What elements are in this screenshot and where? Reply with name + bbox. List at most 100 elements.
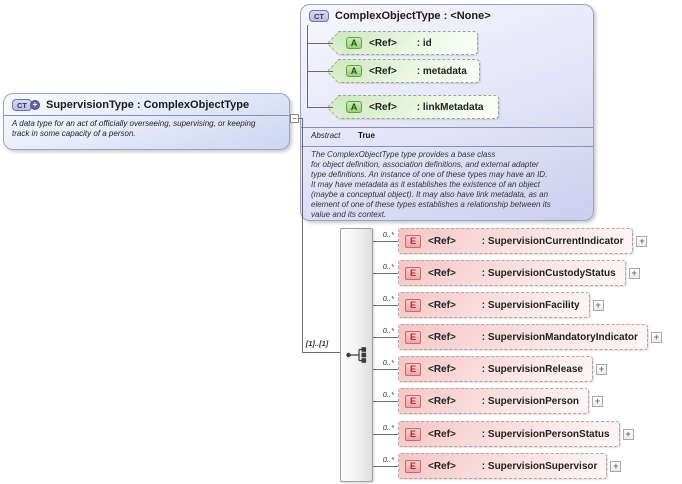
expand-icon[interactable]: +	[595, 363, 607, 375]
connector-line	[373, 305, 398, 306]
supervision-type-box[interactable]: CT + SupervisionType : ComplexObjectType…	[3, 93, 290, 150]
element-ref-label: <Ref>	[428, 299, 456, 311]
element-name: : SupervisionCurrentIndicator	[481, 235, 624, 247]
tree-line	[307, 71, 333, 72]
connector-line	[373, 337, 398, 338]
element-icon: E	[405, 266, 421, 280]
element-name: : SupervisionCustodyStatus	[481, 267, 616, 279]
cardinality-label: 0..*	[382, 390, 394, 399]
tree-line	[307, 25, 308, 107]
sequence-icon	[346, 347, 367, 363]
element-name: : SupervisionSupervisor	[481, 460, 598, 472]
expand-icon[interactable]: +	[636, 235, 648, 247]
element-ref-label: <Ref>	[428, 428, 456, 440]
connector-line	[299, 118, 303, 119]
connector-line	[373, 434, 398, 435]
element-icon: E	[405, 394, 421, 408]
cardinality-label: 0..*	[382, 358, 394, 367]
cardinality-label: 0..*	[382, 262, 394, 271]
element-supervision-custody-status[interactable]: E <Ref> : SupervisionCustodyStatus	[398, 260, 626, 286]
connector-line	[373, 401, 398, 402]
expand-icon[interactable]: +	[628, 267, 640, 279]
tree-line	[307, 43, 333, 44]
attribute-ref-label: <Ref>	[369, 101, 397, 113]
divider	[4, 115, 289, 116]
base-type-title: ComplexObjectType : <None>	[335, 10, 491, 22]
connector-line	[302, 352, 340, 353]
expand-icon[interactable]: +	[592, 395, 604, 407]
element-name: : SupervisionPerson	[481, 395, 580, 407]
complex-type-icon: CT +	[12, 99, 40, 111]
attribute-ref-label: <Ref>	[369, 65, 397, 77]
element-row: E <Ref> : SupervisionPersonStatus +	[398, 421, 634, 447]
cardinality-label: 0..*	[382, 455, 394, 464]
element-ref-label: <Ref>	[428, 395, 456, 407]
element-row: E <Ref> : SupervisionSupervisor +	[398, 453, 622, 479]
abstract-label: Abstract	[311, 131, 341, 140]
attribute-name: : linkMetadata	[416, 101, 484, 113]
complex-object-type-box[interactable]: CT ComplexObjectType : <None> A <Ref> : …	[300, 4, 594, 221]
collapse-toggle-icon[interactable]: −	[290, 114, 299, 123]
tree-line	[307, 107, 333, 108]
element-supervision-release[interactable]: E <Ref> : SupervisionRelease	[398, 356, 593, 382]
element-icon: E	[405, 427, 421, 441]
element-icon: E	[405, 234, 421, 248]
attribute-icon: A	[346, 101, 362, 113]
attribute-name: : id	[416, 37, 432, 49]
expand-icon[interactable]: +	[650, 331, 662, 343]
expand-icon[interactable]: +	[592, 299, 604, 311]
cardinality-label: 0..*	[382, 326, 394, 335]
element-ref-label: <Ref>	[428, 331, 456, 343]
element-icon: E	[405, 330, 421, 344]
element-supervision-facility[interactable]: E <Ref> : SupervisionFacility	[398, 292, 590, 318]
connector-line	[373, 273, 398, 274]
abstract-value: True	[358, 131, 375, 140]
ct-icon-label: CT	[309, 10, 329, 22]
attribute-link-metadata[interactable]: A <Ref> : linkMetadata	[326, 95, 499, 120]
sequence-compositor-bar[interactable]	[340, 228, 373, 482]
element-ref-label: <Ref>	[428, 460, 456, 472]
attribute-name: : metadata	[416, 65, 467, 77]
element-row: E <Ref> : SupervisionRelease +	[398, 356, 607, 382]
element-ref-label: <Ref>	[428, 267, 456, 279]
attribute-ref-label: <Ref>	[369, 37, 397, 49]
sequence-cardinality-label: [1]..[1]	[305, 339, 329, 348]
element-name: : SupervisionRelease	[481, 363, 583, 375]
attribute-icon: A	[346, 37, 362, 49]
element-supervision-supervisor[interactable]: E <Ref> : SupervisionSupervisor	[398, 453, 608, 479]
connector-line	[373, 241, 398, 242]
expand-icon[interactable]: +	[610, 460, 622, 472]
cardinality-label: 0..*	[382, 423, 394, 432]
base-type-header: CT ComplexObjectType : <None>	[309, 10, 491, 22]
element-name: : SupervisionMandatoryIndicator	[481, 331, 638, 343]
element-supervision-person[interactable]: E <Ref> : SupervisionPerson	[398, 388, 590, 414]
element-icon: E	[405, 298, 421, 312]
element-ref-label: <Ref>	[428, 235, 456, 247]
element-name: : SupervisionFacility	[481, 299, 580, 311]
attribute-icon: A	[346, 65, 362, 77]
attribute-metadata[interactable]: A <Ref> : metadata	[326, 59, 480, 84]
connector-line	[373, 369, 398, 370]
element-row: E <Ref> : SupervisionFacility +	[398, 292, 604, 318]
element-icon: E	[405, 459, 421, 473]
element-row: E <Ref> : SupervisionMandatoryIndicator …	[398, 324, 662, 350]
supervision-type-header: CT + SupervisionType : ComplexObjectType	[4, 94, 289, 114]
element-icon: E	[405, 362, 421, 376]
attribute-id[interactable]: A <Ref> : id	[326, 31, 478, 56]
element-supervision-person-status[interactable]: E <Ref> : SupervisionPersonStatus	[398, 421, 620, 447]
element-supervision-mandatory-indicator[interactable]: E <Ref> : SupervisionMandatoryIndicator	[398, 324, 648, 350]
base-type-documentation: The ComplexObjectType type provides a ba…	[311, 150, 551, 219]
expand-icon[interactable]: +	[622, 428, 634, 440]
divider	[301, 127, 593, 128]
derivation-plus-icon: +	[30, 100, 40, 110]
cardinality-label: 0..*	[382, 294, 394, 303]
element-ref-label: <Ref>	[428, 363, 456, 375]
cardinality-label: 0..*	[382, 230, 394, 239]
complex-type-icon: CT	[309, 10, 329, 22]
element-name: : SupervisionPersonStatus	[481, 428, 610, 440]
element-supervision-current-indicator[interactable]: E <Ref> : SupervisionCurrentIndicator	[398, 228, 634, 254]
element-row: E <Ref> : SupervisionPerson +	[398, 388, 604, 414]
element-row: E <Ref> : SupervisionCurrentIndicator +	[398, 228, 648, 254]
element-row: E <Ref> : SupervisionCustodyStatus +	[398, 260, 640, 286]
supervision-type-description: A data type for an act of officially ove…	[12, 119, 256, 138]
